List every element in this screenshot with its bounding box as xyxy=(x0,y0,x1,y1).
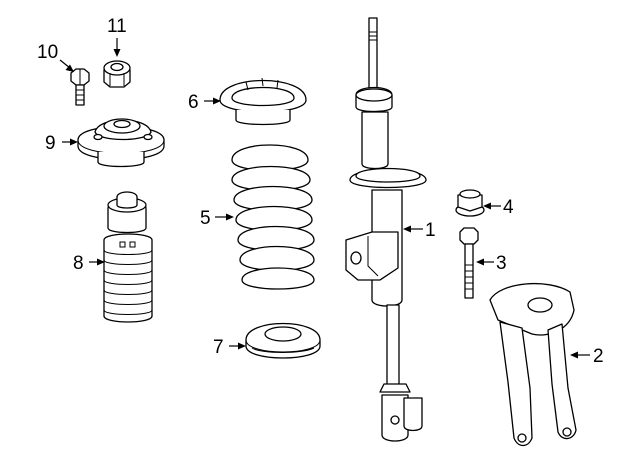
part-1-strut xyxy=(345,17,427,442)
callout-9: 9 xyxy=(45,133,56,154)
callout-4: 4 xyxy=(503,197,514,218)
callout-5: 5 xyxy=(200,208,211,229)
part-6-upper-spring-seat xyxy=(219,77,307,126)
callout-6: 6 xyxy=(188,92,199,113)
callout-2: 2 xyxy=(593,346,604,367)
callout-10: 10 xyxy=(37,42,58,63)
callout-numbers: 1 2 3 4 5 6 7 8 9 10 11 xyxy=(37,16,604,367)
part-2-fork xyxy=(489,282,577,447)
callout-3: 3 xyxy=(496,253,507,274)
leader-lines xyxy=(59,38,590,359)
part-11-nut xyxy=(103,60,131,88)
part-7-lower-spring-seat xyxy=(245,322,321,359)
part-4-flange-nut xyxy=(455,189,485,217)
part-8-dust-boot xyxy=(103,191,153,323)
part-10-bolt xyxy=(70,68,90,106)
part-3-bolt xyxy=(459,227,479,299)
callout-1: 1 xyxy=(425,220,436,241)
part-9-strut-mount xyxy=(77,118,165,168)
callout-11: 11 xyxy=(107,16,127,37)
callout-8: 8 xyxy=(73,253,84,274)
part-5-coil-spring xyxy=(231,144,315,290)
callout-7: 7 xyxy=(213,337,224,358)
